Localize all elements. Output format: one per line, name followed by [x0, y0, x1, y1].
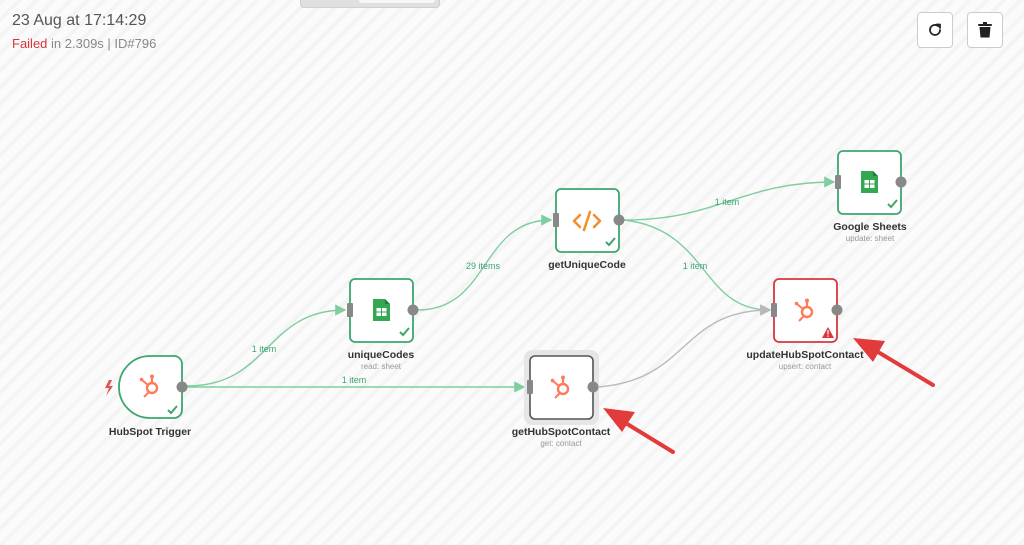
- retry-button[interactable]: [917, 12, 953, 48]
- node-title: Google Sheets: [833, 221, 907, 233]
- output-handle[interactable]: [176, 381, 188, 393]
- input-handle[interactable]: [771, 303, 777, 317]
- edge-code-sheets[interactable]: [623, 176, 836, 221]
- node-subtitle: get: contact: [540, 439, 582, 448]
- edge-code-update[interactable]: [623, 219, 772, 316]
- success-check-icon: [399, 327, 410, 337]
- node-subtitle: upsert: contact: [779, 362, 832, 371]
- node-title: updateHubSpotContact: [746, 349, 864, 361]
- node-subtitle: read: sheet: [361, 362, 402, 371]
- success-check-icon: [167, 405, 178, 415]
- node-subtitle: update: sheet: [846, 234, 895, 243]
- output-handle[interactable]: [895, 176, 907, 188]
- annotation-arrow-get-contact: [603, 408, 675, 454]
- input-handle[interactable]: [347, 303, 353, 317]
- execution-status: Failed in 2.309s | ID#796: [12, 36, 156, 51]
- output-handle[interactable]: [613, 214, 625, 226]
- input-handle[interactable]: [835, 175, 841, 189]
- execution-date: 23 Aug at 17:14:29: [12, 12, 147, 29]
- input-handle[interactable]: [553, 213, 559, 227]
- node-get-unique-code[interactable]: getUniqueCode: [548, 188, 626, 271]
- delete-button[interactable]: [967, 12, 1003, 48]
- node-title: uniqueCodes: [348, 349, 415, 361]
- output-handle[interactable]: [831, 304, 843, 316]
- google-sheets-icon: [373, 299, 390, 321]
- output-handle[interactable]: [407, 304, 419, 316]
- edge-get-update[interactable]: [597, 304, 772, 388]
- success-check-icon: [605, 237, 616, 247]
- warning-icon: [822, 327, 834, 338]
- hubspot-icon: [550, 375, 570, 399]
- edge-label-code-update: 1 item: [683, 261, 708, 271]
- edge-unique-code[interactable]: [417, 214, 553, 311]
- node-title: getHubSpotContact: [512, 426, 611, 438]
- node-title: HubSpot Trigger: [109, 426, 191, 438]
- node-get-hubspot-contact[interactable]: getHubSpotContact get: contact: [512, 350, 611, 448]
- success-check-icon: [887, 199, 898, 209]
- status-details: in 2.309s | ID#796: [47, 36, 157, 51]
- node-unique-codes[interactable]: uniqueCodes read: sheet: [347, 278, 419, 371]
- execution-header: 23 Aug at 17:14:29 Failed in 2.309s | ID…: [12, 12, 156, 51]
- retry-icon: [929, 23, 941, 36]
- node-title: getUniqueCode: [548, 259, 626, 271]
- google-sheets-icon: [861, 171, 878, 193]
- hubspot-icon: [794, 298, 814, 322]
- node-hubspot-trigger[interactable]: HubSpot Trigger: [105, 355, 191, 438]
- input-handle[interactable]: [527, 380, 533, 394]
- status-failed: Failed: [12, 36, 48, 51]
- edge-trigger-unique[interactable]: [186, 304, 347, 387]
- edge-label-trigger-unique: 1 item: [252, 344, 277, 354]
- trigger-bolt-icon: [105, 380, 113, 396]
- edge-label-unique-code: 29 items: [466, 261, 501, 271]
- edge-label-code-sheets: 1 item: [715, 197, 740, 207]
- output-handle[interactable]: [587, 381, 599, 393]
- trash-icon: [978, 22, 992, 38]
- hubspot-icon: [139, 374, 159, 398]
- annotation-arrow-update-contact: [853, 338, 935, 387]
- code-icon: [572, 210, 602, 232]
- node-update-hubspot-contact[interactable]: updateHubSpotContact upsert: contact: [746, 278, 864, 371]
- top-tab-active[interactable]: [359, 0, 435, 3]
- edge-label-trigger-get: 1 item: [342, 375, 367, 385]
- node-google-sheets[interactable]: Google Sheets update: sheet: [833, 150, 907, 243]
- top-tab-bar: [300, 0, 440, 8]
